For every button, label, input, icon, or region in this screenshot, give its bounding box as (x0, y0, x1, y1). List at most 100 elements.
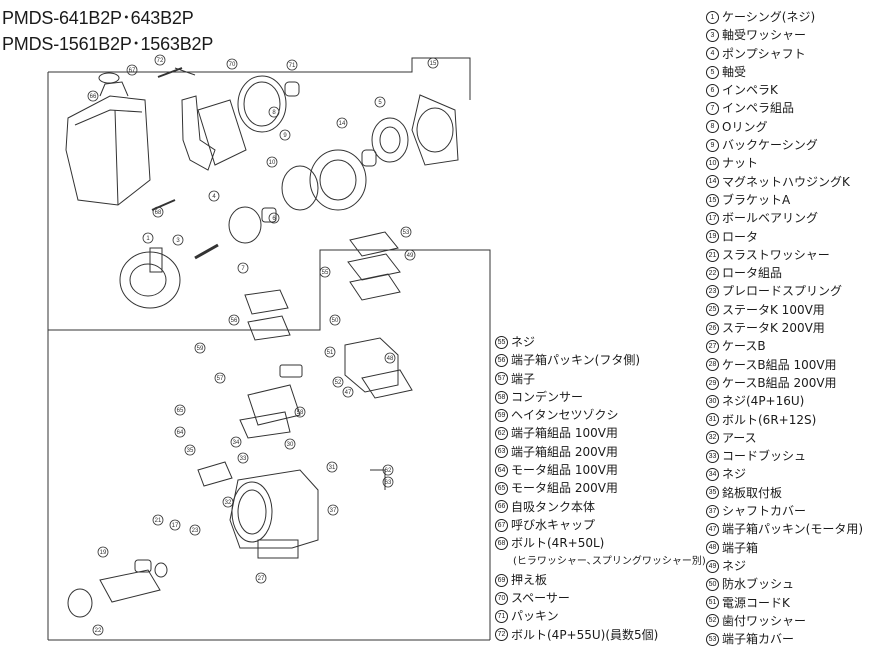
callout-47: 47 (342, 386, 354, 398)
svg-text:64: 64 (177, 430, 184, 436)
callout-55: 55 (319, 266, 331, 278)
callout-49: 49 (404, 249, 416, 261)
legend-number-badge: 35 (706, 486, 719, 500)
svg-text:5: 5 (378, 100, 382, 106)
svg-text:68: 68 (155, 210, 162, 216)
legend-number-badge: 4 (706, 47, 719, 61)
callout-15: 15 (427, 57, 439, 69)
legend-number-badge: 28 (706, 358, 719, 372)
legend-number-badge: 50 (706, 577, 719, 591)
legend-label: バックケーシング (722, 138, 818, 153)
svg-text:30: 30 (287, 442, 294, 448)
svg-text:1: 1 (146, 236, 150, 242)
svg-text:9: 9 (283, 133, 287, 139)
legend-number-badge: 17 (706, 211, 719, 225)
legend-label: 電源コードK (722, 595, 790, 610)
callout-27: 27 (255, 572, 267, 584)
legend-number-badge: 31 (706, 413, 719, 427)
legend-label: ネジ(4P+16U) (722, 394, 805, 409)
svg-text:32: 32 (225, 500, 232, 506)
callout-70: 70 (226, 58, 238, 70)
callout-5: 5 (374, 96, 386, 108)
callout-6: 6 (268, 212, 280, 224)
callout-30: 30 (284, 438, 296, 450)
svg-text:35: 35 (187, 448, 194, 454)
legend-number-badge: 37 (706, 504, 719, 518)
legend-label: ヘイタンセツゾクシ (511, 408, 619, 423)
legend-label: ステータK 100V用 (722, 302, 825, 317)
legend-label: ボルト(4R+50L) (511, 536, 605, 551)
legend-label: 自吸タンク本体 (511, 499, 596, 514)
legend-number-badge: 58 (495, 390, 508, 404)
svg-text:72: 72 (157, 58, 164, 64)
callout-32: 32 (222, 496, 234, 508)
legend-label: ケーシング(ネジ) (722, 10, 816, 24)
callout-1: 1 (142, 232, 154, 244)
legend-label: アース (722, 430, 757, 445)
svg-text:17: 17 (172, 523, 179, 529)
legend-number-badge: 49 (706, 559, 719, 573)
callout-19: 19 (97, 546, 109, 558)
legend-number-badge: 72 (495, 628, 508, 642)
svg-text:37: 37 (330, 508, 337, 514)
legend-label: シャフトカバー (722, 504, 807, 519)
legend-label: パッキン (511, 609, 559, 624)
legend-number-badge: 5 (706, 65, 719, 79)
legend-label: コードブッシュ (722, 449, 807, 464)
svg-text:33: 33 (240, 456, 247, 462)
legend-label: 防水ブッシュ (722, 577, 795, 592)
svg-text:23: 23 (192, 528, 199, 534)
model-title-1: PMDS-641B2P･643B2P (2, 8, 194, 28)
callout-71: 71 (286, 59, 298, 71)
callout-14: 14 (336, 117, 348, 129)
legend-number-badge: 32 (706, 431, 719, 445)
callout-65: 65 (174, 404, 186, 416)
legend-label: 端子箱パッキン(フタ側) (511, 353, 641, 368)
callout-35: 35 (184, 444, 196, 456)
legend-label: 歯付ワッシャー (722, 613, 807, 628)
callout-3: 3 (172, 234, 184, 246)
callout-23: 23 (189, 524, 201, 536)
svg-text:3: 3 (176, 238, 180, 244)
legend-number-badge: 67 (495, 518, 508, 532)
svg-text:50: 50 (332, 318, 339, 324)
legend-label: 銘板取付板 (722, 485, 783, 500)
callout-17: 17 (169, 519, 181, 531)
legend-label: マグネットハウジングK (722, 174, 850, 189)
legend-number-badge: 9 (706, 138, 719, 152)
callout-51: 51 (324, 346, 336, 358)
legend-number-badge: 53 (706, 632, 719, 646)
legend-number-badge: 57 (495, 372, 508, 386)
svg-text:31: 31 (329, 465, 336, 471)
legend-number-badge: 66 (495, 500, 508, 514)
svg-text:34: 34 (233, 440, 240, 446)
svg-text:66: 66 (90, 94, 97, 100)
svg-text:27: 27 (258, 576, 265, 582)
model-title-2: PMDS-1561B2P･1563B2P (2, 34, 214, 54)
legend-number-badge: 52 (706, 614, 719, 628)
callout-21: 21 (152, 514, 164, 526)
callout-10: 10 (266, 156, 278, 168)
svg-text:53: 53 (403, 230, 410, 236)
